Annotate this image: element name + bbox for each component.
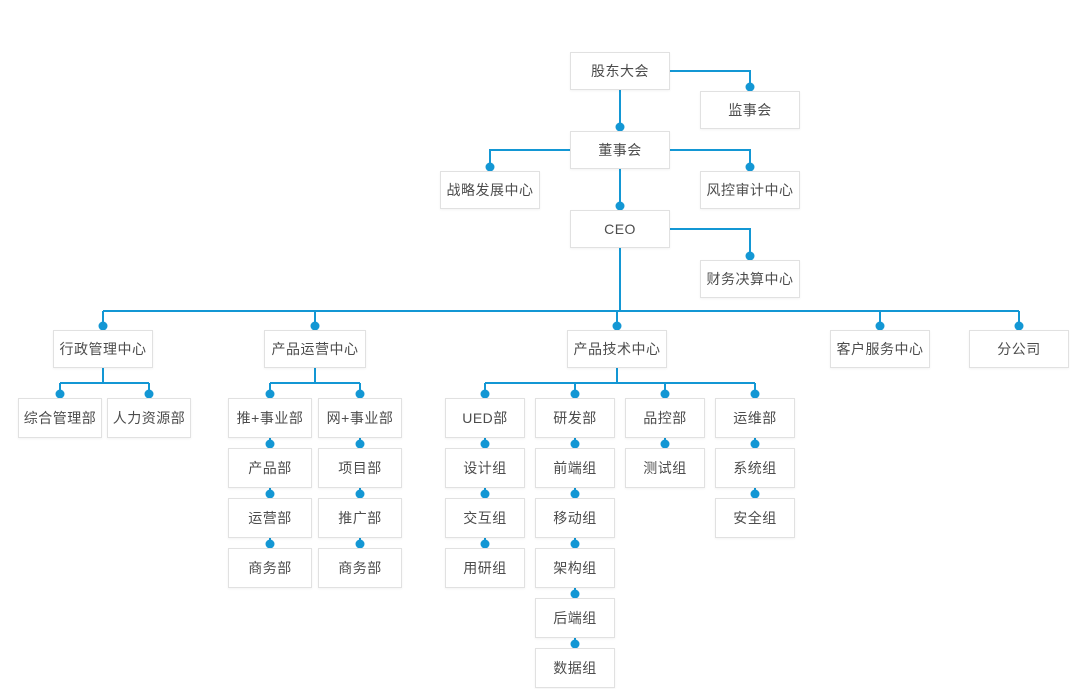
- org-node-product-ops-center: 产品运营中心: [264, 330, 366, 368]
- org-node-design-group: 设计组: [445, 448, 525, 488]
- connector-line: [670, 228, 751, 260]
- org-node-promotion-dept: 推广部: [318, 498, 402, 538]
- org-node-tui-division: 推+事业部: [228, 398, 312, 438]
- org-node-customer-service-center: 客户服务中心: [830, 330, 930, 368]
- org-node-security-group: 安全组: [715, 498, 795, 538]
- org-node-user-research-group: 用研组: [445, 548, 525, 588]
- connector-line: [670, 70, 751, 91]
- org-node-wang-division: 网+事业部: [318, 398, 402, 438]
- org-node-data-group: 数据组: [535, 648, 615, 688]
- org-node-operations-dept: 运营部: [228, 498, 312, 538]
- org-node-business-dept-a: 商务部: [228, 548, 312, 588]
- org-node-board-of-directors: 董事会: [570, 131, 670, 169]
- org-node-branch-company: 分公司: [969, 330, 1069, 368]
- org-node-ceo: CEO: [570, 210, 670, 248]
- org-node-ued-dept: UED部: [445, 398, 525, 438]
- org-node-interaction-group: 交互组: [445, 498, 525, 538]
- org-node-om-dept: 运维部: [715, 398, 795, 438]
- org-node-architecture-group: 架构组: [535, 548, 615, 588]
- org-node-supervisory-board: 监事会: [700, 91, 800, 129]
- org-node-shareholders-meeting: 股东大会: [570, 52, 670, 90]
- org-node-system-group: 系统组: [715, 448, 795, 488]
- org-node-strategy-dev-center: 战略发展中心: [440, 171, 540, 209]
- org-node-testing-group: 测试组: [625, 448, 705, 488]
- org-node-frontend-group: 前端组: [535, 448, 615, 488]
- connector-line: [489, 149, 570, 171]
- org-node-finance-center: 财务决算中心: [700, 260, 800, 298]
- org-node-admin-center: 行政管理中心: [53, 330, 153, 368]
- org-node-general-mgmt-dept: 综合管理部: [18, 398, 102, 438]
- org-node-risk-audit-center: 风控审计中心: [700, 171, 800, 209]
- org-node-business-dept-b: 商务部: [318, 548, 402, 588]
- org-node-rd-dept: 研发部: [535, 398, 615, 438]
- org-node-project-dept: 项目部: [318, 448, 402, 488]
- org-node-qc-dept: 品控部: [625, 398, 705, 438]
- connector-line: [670, 149, 751, 171]
- org-node-backend-group: 后端组: [535, 598, 615, 638]
- org-node-product-dept: 产品部: [228, 448, 312, 488]
- org-node-product-tech-center: 产品技术中心: [567, 330, 667, 368]
- org-node-hr-dept: 人力资源部: [107, 398, 191, 438]
- org-node-mobile-group: 移动组: [535, 498, 615, 538]
